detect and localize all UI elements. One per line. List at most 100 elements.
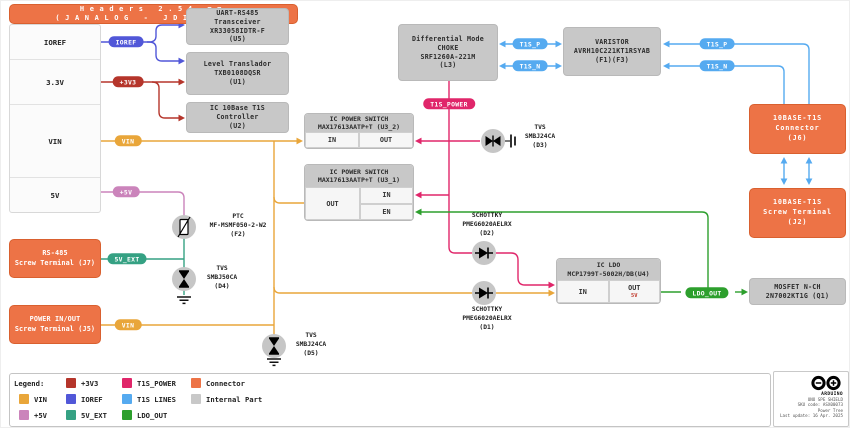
net-pill-t1s-power: T1S_POWER bbox=[423, 98, 475, 110]
arrow-t1s-u32-out bbox=[415, 137, 422, 145]
legend-item-ldo-out: LDO_OUT bbox=[122, 410, 167, 420]
level-translator-u1: Level Translador TXB0108DQSR (U1) bbox=[186, 52, 289, 95]
wire-ioref bbox=[101, 24, 180, 62]
u3-2-header: IC POWER SWITCH MAX17613AATP+T (U3_2) bbox=[305, 114, 413, 132]
net-pill-t1s-p-mid: T1S_P bbox=[512, 38, 548, 50]
u3-1-port-en: EN bbox=[360, 203, 413, 220]
legend-item-internal-part: Internal Part bbox=[191, 394, 262, 404]
legend-swatch-5v bbox=[19, 410, 29, 420]
schottky-d2-label: SCHOTTKY PMEG6020AELRX (D2) bbox=[462, 212, 512, 237]
net-pill-5v-ext: 5V_EXT bbox=[107, 253, 147, 265]
arrow-t1s-u31-in bbox=[415, 191, 422, 199]
tvs-d3-label: TVS SMBJ24CA (D3) bbox=[524, 124, 556, 149]
legend-item-connector: Connector bbox=[191, 378, 245, 388]
wire-3v3 bbox=[101, 81, 180, 119]
ldo-header: IC LDO MCP1799T-5002H/DB(U4) bbox=[557, 259, 660, 280]
pin-row-ioref: IOREF bbox=[10, 25, 100, 60]
ldo-port-out: OUT 5V bbox=[608, 280, 660, 303]
legend-item-vin: VIN bbox=[19, 394, 47, 404]
power-inout-screw-terminal-j5: POWER IN/OUT Screw Terminal (J5) bbox=[9, 305, 101, 344]
rs485-screw-terminal-j7: RS-485 Screw Terminal (J7) bbox=[9, 239, 101, 278]
legend-swatch-ldo-out bbox=[122, 410, 132, 420]
schottky-d1-label: SCHOTTKY PMEG6020AELRX (D1) bbox=[462, 306, 512, 331]
arrow-ldo-u31-en bbox=[415, 208, 422, 216]
tvs-d3-icon bbox=[481, 129, 516, 153]
wire-ldo-out bbox=[420, 211, 742, 293]
title-block: ARDUINO UNO SPE SHIELD SKU code: ASX0007… bbox=[773, 371, 849, 427]
wire-vin bbox=[101, 140, 549, 357]
footer-line-sku: SKU code: ASX00073 bbox=[797, 402, 843, 408]
u3-1-port-in: IN bbox=[360, 187, 413, 204]
arrow-vin-u32-in bbox=[296, 137, 303, 145]
differential-mode-choke-l3: Differential Mode CHOKE SRF1260A-221M (L… bbox=[398, 24, 498, 81]
net-pill-t1s-n-right: T1S_N bbox=[699, 60, 735, 72]
tvs-d5-label: TVS SMBJ24CA (D5) bbox=[295, 332, 327, 357]
legend-item-5v-ext: 5V_EXT bbox=[66, 410, 107, 420]
legend-item-t1s-lines: T1S LINES bbox=[122, 394, 176, 404]
net-pill-ldo-out: LDO_OUT bbox=[685, 287, 729, 299]
arduino-logo-icon bbox=[811, 375, 841, 391]
net-pill-ioref: IOREF bbox=[108, 36, 144, 48]
u3-2-port-in: IN bbox=[305, 132, 359, 148]
ptc-fuse-icon bbox=[172, 215, 196, 239]
header-pin-table: IOREF 3.3V VIN 5V bbox=[9, 24, 101, 213]
brand-name: ARDUINO bbox=[821, 392, 843, 397]
legend-swatch-t1s-lines bbox=[122, 394, 132, 404]
ptc-f2-label: PTC MF-MSMF050-2-W2 (F2) bbox=[209, 213, 267, 238]
arrows-t1s-lines bbox=[499, 40, 813, 185]
legend-swatch-5v-ext bbox=[66, 410, 76, 420]
arrow-3v3-u2 bbox=[178, 114, 185, 122]
legend-swatch-connector bbox=[191, 378, 201, 388]
net-pill-vin-top: VIN bbox=[114, 135, 142, 147]
10base-t1s-screw-terminal-j2: 10BASE-T1S Screw Terminal (J2) bbox=[749, 188, 846, 238]
footer-line-doc: Power Tree bbox=[817, 407, 843, 413]
footer-line-date: Last update: 16 Apr. 2025 bbox=[779, 413, 843, 419]
net-pill-vin-bottom: VIN bbox=[114, 319, 142, 331]
legend-item-ioref: IOREF bbox=[66, 394, 103, 404]
wire-5v-ext bbox=[101, 238, 185, 295]
u3-2-port-out: OUT bbox=[359, 132, 413, 148]
footer-line-product: UNO SPE SHIELD bbox=[807, 397, 843, 402]
pin-row-vin: VIN bbox=[10, 105, 100, 178]
ic-ldo-u4: IC LDO MCP1799T-5002H/DB(U4) IN OUT 5V bbox=[556, 258, 661, 304]
u3-1-port-out: OUT bbox=[305, 187, 360, 220]
ldo-out-voltage: 5V bbox=[631, 293, 638, 299]
10base-t1s-connector-j6: 10BASE-T1S Connector (J6) bbox=[749, 104, 846, 154]
legend-swatch-internal-part bbox=[191, 394, 201, 404]
legend-swatch-3v3 bbox=[66, 378, 76, 388]
ic-power-switch-u3-2: IC POWER SWITCH MAX17613AATP+T (U3_2) IN… bbox=[304, 113, 414, 149]
wire-t1s-power bbox=[420, 81, 549, 286]
tvs-d5-icon bbox=[262, 334, 286, 358]
legend-item-5v: +5V bbox=[19, 410, 47, 420]
net-pill-5v: +5V bbox=[112, 186, 140, 198]
tvs-d4-icon bbox=[172, 267, 196, 291]
arrow-t1s-ldo-in bbox=[548, 281, 555, 289]
net-pill-t1s-p-right: T1S_P bbox=[699, 38, 735, 50]
mosfet-q1: MOSFET N-CH 2N7002KT1G (Q1) bbox=[749, 278, 846, 305]
uart-rs485-transceiver-u5: UART-RS485 Transceiver XR33058IDTR-F (U5… bbox=[186, 8, 289, 45]
legend-swatch-t1s-power bbox=[122, 378, 132, 388]
ground-d4-icon bbox=[177, 296, 191, 305]
arrow-ioref-u1 bbox=[178, 57, 185, 65]
legend-box: Legend: bbox=[9, 373, 771, 427]
schottky-d1-icon bbox=[472, 281, 496, 305]
ground-d5-icon bbox=[267, 358, 281, 367]
legend-item-t1s-power: T1S_POWER bbox=[122, 378, 176, 388]
net-pill-3v3: +3V3 bbox=[112, 76, 144, 88]
arrow-ldo-q1 bbox=[741, 288, 748, 296]
pin-row-3v3: 3.3V bbox=[10, 60, 100, 105]
10base-t1s-controller-u2: IC 10Base T1S Controller (U2) bbox=[186, 102, 289, 133]
tvs-d4-label: TVS SMBJ50CA (D4) bbox=[206, 265, 238, 290]
legend-swatch-vin bbox=[19, 394, 29, 404]
varistor-f1-f3: VARISTOR AVRH10C221KT1RSYAB (F1)(F3) bbox=[563, 27, 661, 76]
legend-title: Legend: bbox=[14, 379, 45, 388]
net-pill-t1s-n-mid: T1S_N bbox=[512, 60, 548, 72]
u3-1-header: IC POWER SWITCH MAX17613AATP+T (U3_1) bbox=[305, 165, 413, 187]
pin-row-5v: 5V bbox=[50, 190, 60, 200]
legend-swatch-ioref bbox=[66, 394, 76, 404]
ic-power-switch-u3-1: IC POWER SWITCH MAX17613AATP+T (U3_1) OU… bbox=[304, 164, 414, 221]
legend-item-3v3: +3V3 bbox=[66, 378, 98, 388]
wire-5v bbox=[101, 191, 185, 217]
